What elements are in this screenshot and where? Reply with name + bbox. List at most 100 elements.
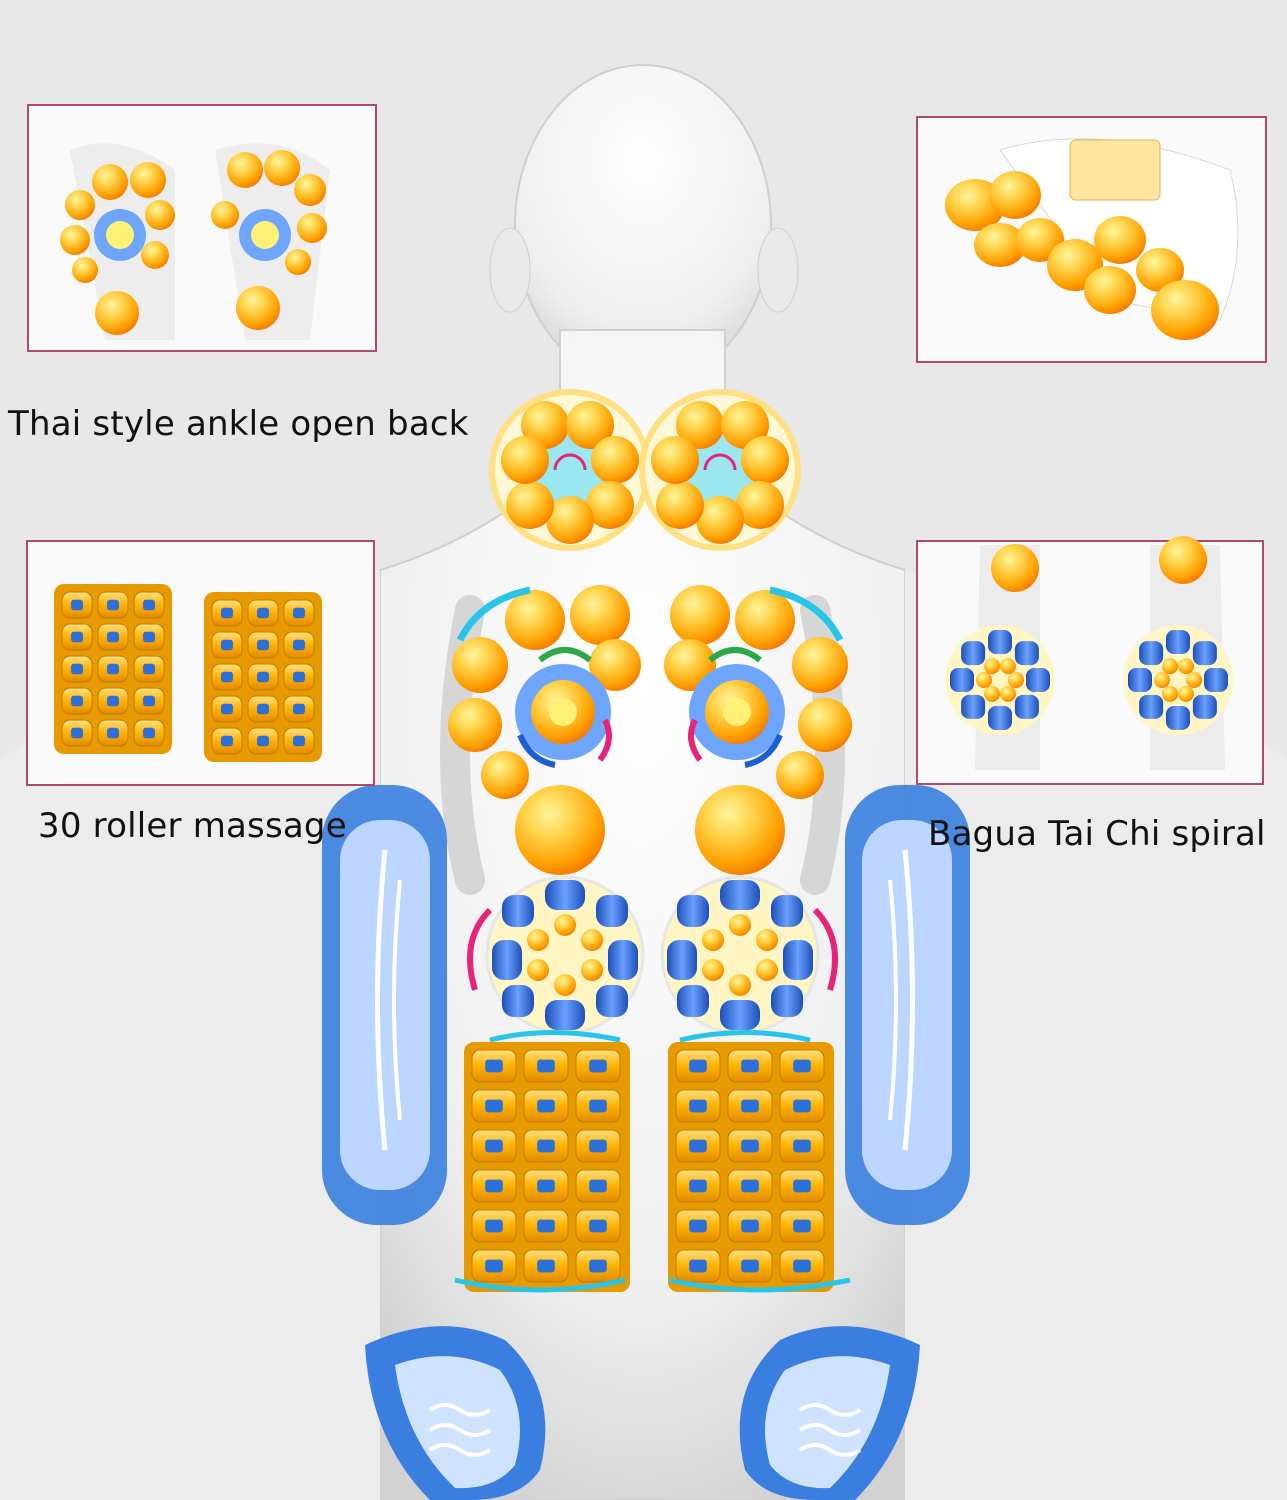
left-roller-block <box>464 1042 630 1292</box>
roller-band <box>143 695 155 707</box>
roller-band <box>537 1139 555 1153</box>
thai-style-label: Thai style ankle open back <box>8 404 469 444</box>
roller-band <box>221 639 233 651</box>
roller-band <box>589 1179 607 1193</box>
roller-band <box>589 1219 607 1233</box>
roller-band <box>689 1139 707 1153</box>
roller-band <box>293 703 305 715</box>
roller-massage-label: 30 roller massage <box>38 806 347 846</box>
roller-band <box>107 631 119 643</box>
spiral-roller <box>950 668 974 692</box>
roller-band <box>485 1219 503 1233</box>
roller-band <box>107 663 119 675</box>
spiral-roller <box>1192 641 1217 666</box>
spiral-ball <box>1154 672 1170 688</box>
3d-massage-head-panel <box>916 116 1267 363</box>
roller-band <box>221 703 233 715</box>
roller-band <box>221 735 233 747</box>
roller-band <box>71 663 83 675</box>
roller-band <box>143 599 155 611</box>
bagua-spiral-label: Bagua Tai Chi spiral <box>928 814 1266 854</box>
roller-band <box>485 1139 503 1153</box>
spiral-roller <box>961 694 986 719</box>
roller-band <box>257 607 269 619</box>
spiral-roller <box>1192 694 1217 719</box>
roller-band <box>293 607 305 619</box>
roller-band <box>257 671 269 683</box>
roller-band <box>793 1099 811 1113</box>
roller-band <box>537 1259 555 1273</box>
right-spiral-massage-head <box>660 875 838 1035</box>
spiral-roller <box>1026 668 1050 692</box>
roller-band <box>689 1059 707 1073</box>
roller-band <box>293 735 305 747</box>
spiral-roller <box>961 641 986 666</box>
spiral-ball <box>1162 658 1178 675</box>
spiral-roller <box>1139 641 1164 666</box>
roller-band <box>741 1059 759 1073</box>
roller-band <box>793 1059 811 1073</box>
left-neck-massage-head <box>489 389 651 551</box>
spiral-roller <box>1139 694 1164 719</box>
roller-motion-arrows <box>454 1030 851 1293</box>
spiral-ball <box>1000 658 1016 675</box>
roller-band <box>485 1259 503 1273</box>
roller-band <box>793 1179 811 1193</box>
roller-band <box>485 1059 503 1073</box>
roller-band <box>257 735 269 747</box>
roller-band <box>741 1139 759 1153</box>
roller-band <box>793 1219 811 1233</box>
roller-band <box>107 727 119 739</box>
roller-band <box>221 607 233 619</box>
roller-band <box>741 1179 759 1193</box>
roller-band <box>793 1139 811 1153</box>
roller-band <box>71 599 83 611</box>
right-side-airbag <box>845 785 970 1225</box>
left-back-ball <box>515 785 605 875</box>
roller-band <box>293 671 305 683</box>
right-hip-airbag <box>739 1326 920 1500</box>
spiral-ball <box>1186 672 1202 688</box>
spiral-ball <box>1008 672 1024 688</box>
roller-band <box>741 1099 759 1113</box>
roller-band <box>537 1219 555 1233</box>
left-shoulder-massage-head <box>448 585 641 799</box>
right-back-ball <box>695 785 785 875</box>
left-hip-airbag <box>365 1326 546 1500</box>
spiral-ball <box>1178 685 1194 702</box>
spiral-ball <box>1162 685 1178 702</box>
spiral-ball <box>1178 658 1194 675</box>
roller-band <box>71 727 83 739</box>
roller-band <box>689 1259 707 1273</box>
roller-band <box>589 1059 607 1073</box>
roller-band <box>793 1259 811 1273</box>
roller-band <box>107 599 119 611</box>
spiral-ball <box>984 685 1000 702</box>
right-roller-block <box>668 1042 834 1292</box>
roller-band <box>589 1259 607 1273</box>
right-neck-massage-head <box>639 389 801 551</box>
roller-band <box>741 1219 759 1233</box>
roller-band <box>741 1259 759 1273</box>
roller-band <box>71 631 83 643</box>
left-spiral-massage-head <box>467 875 645 1035</box>
roller-band <box>143 663 155 675</box>
roller-band <box>71 695 83 707</box>
spiral-ball <box>984 658 1000 675</box>
roller-panel <box>26 540 375 786</box>
thai-style-panel <box>27 104 377 352</box>
roller-band <box>257 703 269 715</box>
roller-band <box>143 631 155 643</box>
roller-band <box>221 671 233 683</box>
roller-band <box>689 1179 707 1193</box>
left-side-airbag <box>322 785 447 1225</box>
bagua-spiral-panel <box>916 536 1264 785</box>
roller-band <box>485 1099 503 1113</box>
roller-band <box>257 639 269 651</box>
roller-band <box>107 695 119 707</box>
spiral-roller <box>1166 706 1190 730</box>
spiral-roller <box>1014 641 1039 666</box>
spiral-roller <box>988 706 1012 730</box>
roller-band <box>537 1099 555 1113</box>
